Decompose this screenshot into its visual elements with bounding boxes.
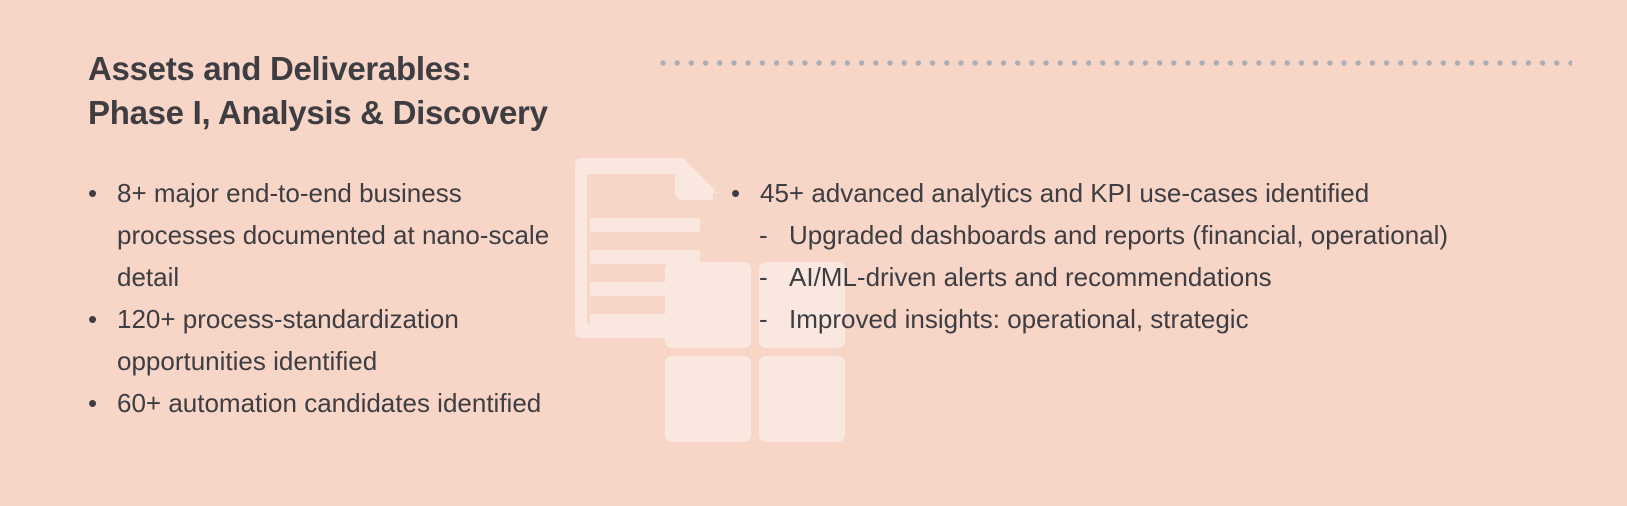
bullet-icon: • (88, 304, 98, 334)
list-item-text: 8+ major end-to-end business processes d… (117, 178, 550, 292)
page-title-line-1: Assets and Deliverables: (88, 50, 472, 87)
list-item-text: 60+ automation candidates identified (117, 388, 542, 418)
list-item: • 45+ advanced analytics and KPI use-cas… (731, 172, 1531, 340)
list-item: • 8+ major end-to-end business processes… (88, 172, 668, 298)
list-item: • 120+ process-standardization opportuni… (88, 298, 668, 382)
list-item: • 60+ automation candidates identified (88, 382, 668, 424)
sub-list-item: - AI/ML-driven alerts and recommendation… (759, 256, 1531, 298)
bullet-icon: • (88, 388, 98, 418)
right-bullet-list: • 45+ advanced analytics and KPI use-cas… (731, 172, 1531, 340)
dotted-rule (660, 60, 1572, 66)
list-item-text: 120+ process-standardization opportuniti… (117, 304, 459, 376)
dash-icon: - (759, 304, 768, 334)
page-title: Assets and Deliverables: Phase I, Analys… (88, 47, 648, 135)
bullet-icon: • (88, 178, 98, 208)
sub-list-item-text: Upgraded dashboards and reports (financi… (789, 220, 1449, 250)
list-item-text: 45+ advanced analytics and KPI use-cases… (760, 178, 1370, 208)
sub-list-item: - Improved insights: operational, strate… (759, 298, 1531, 340)
left-bullet-list: • 8+ major end-to-end business processes… (88, 172, 668, 424)
sub-list-item-text: Improved insights: operational, strategi… (789, 304, 1249, 334)
page-title-line-2: Phase I, Analysis & Discovery (88, 94, 548, 131)
list-item-header: • 45+ advanced analytics and KPI use-cas… (731, 172, 1531, 214)
bullet-icon: • (731, 178, 741, 208)
sub-list-item-text: AI/ML-driven alerts and recommendations (789, 262, 1272, 292)
sub-bullet-list: - Upgraded dashboards and reports (finan… (759, 214, 1531, 340)
sub-list-item: - Upgraded dashboards and reports (finan… (759, 214, 1531, 256)
dash-icon: - (759, 262, 768, 292)
dash-icon: - (759, 220, 768, 250)
